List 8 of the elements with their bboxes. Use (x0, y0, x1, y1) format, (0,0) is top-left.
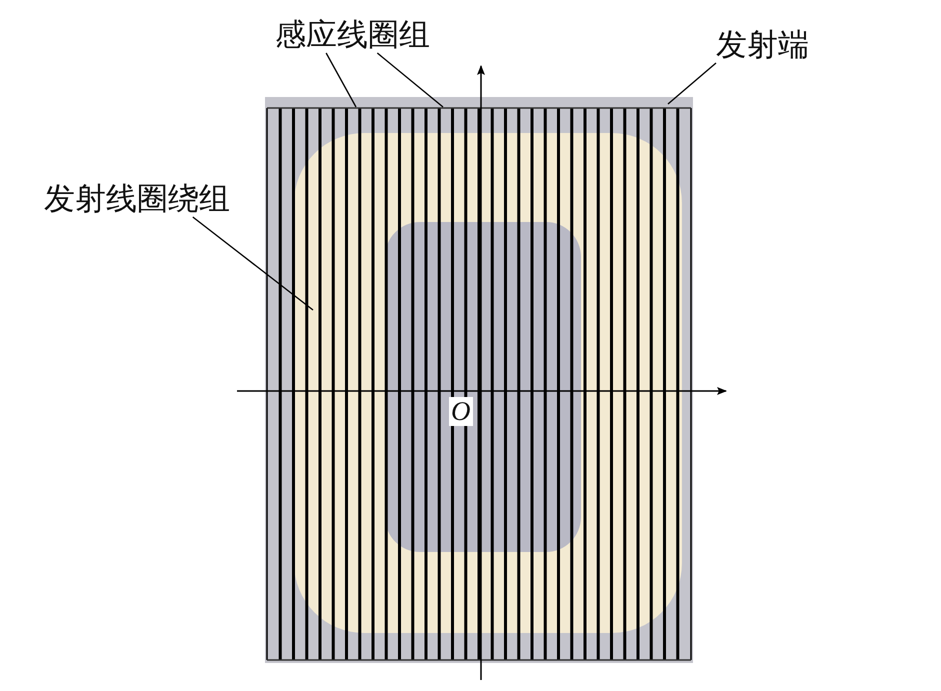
leader-line (376, 52, 444, 108)
leader-line (326, 52, 357, 108)
callout-label: 发射端 (716, 30, 809, 61)
origin-label: O (449, 397, 472, 426)
leader-line (192, 216, 314, 311)
leader-line (668, 62, 716, 104)
callout-label: 感应线圈组 (275, 20, 430, 51)
callout-label: 发射线圈绕组 (44, 184, 230, 215)
